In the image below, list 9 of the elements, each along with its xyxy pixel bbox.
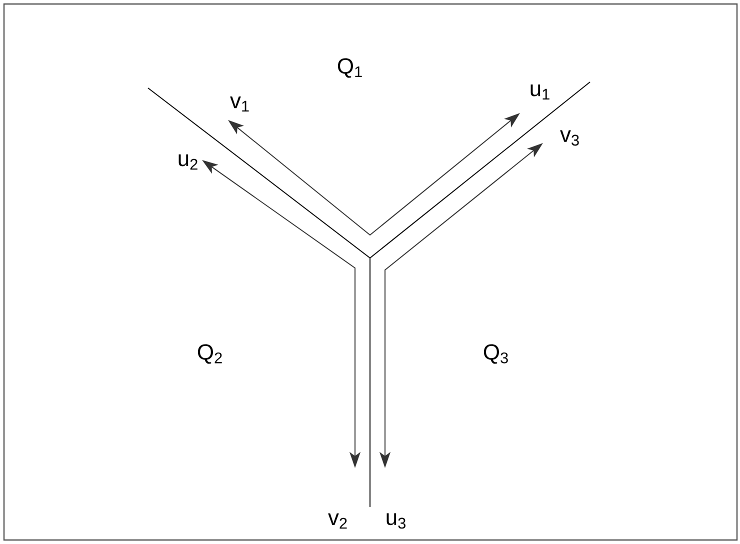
wave-label: v$_{2}$ (328, 513, 347, 529)
wave-label: v$_{1}$ (230, 96, 249, 112)
wave-label: u$_{3}$ (386, 513, 406, 529)
region-label: Q$_{1}$ (338, 58, 362, 78)
wave-label: u$_{1}$ (530, 84, 550, 100)
region-label: Q$_{3}$ (484, 344, 508, 364)
wave-label: u$_{2}$ (178, 154, 198, 170)
wave-label: v$_{3}$ (560, 130, 579, 146)
region-label: Q$_{2}$ (198, 344, 222, 364)
